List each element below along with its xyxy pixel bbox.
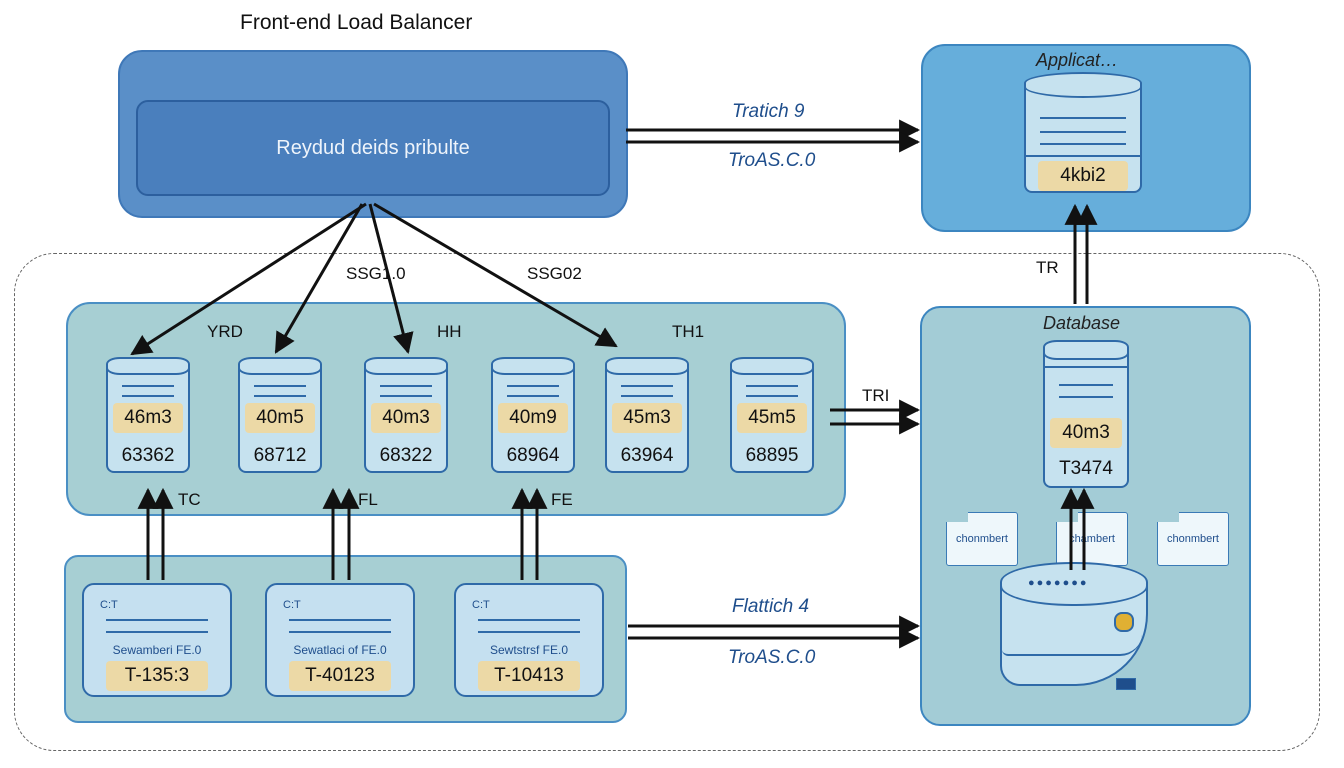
uplink-label-tc: TC [178,490,201,509]
diagram-title: Front-end Load Balancer [240,11,473,34]
database-label: Database [1043,313,1121,333]
node-id: 68712 [253,445,307,466]
node-tag: 45m3 [612,403,682,433]
note-label: chonmbert [1167,533,1219,545]
cluster-label-b: HH [437,322,462,341]
bottom-link-label-bottom: TroAS.C.0 [728,647,816,668]
node-tag: 46m3 [113,403,183,433]
note-card: chonmbert [946,512,1018,566]
node-id: 68322 [379,445,433,466]
node-db[interactable]: 40m5 68712 [238,357,322,473]
node-id: 63362 [121,445,175,466]
node-db[interactable]: 40m3 68322 [364,357,448,473]
server-subtitle: Sewtstrsf FE.0 [489,643,569,657]
lb-app-label-top: Tratich 9 [732,101,805,122]
node-db[interactable]: 40m9 68964 [491,357,575,473]
node-db[interactable]: 45m3 63964 [605,357,689,473]
node-tag: 40m5 [245,403,315,433]
server-tag: T-10413 [478,661,580,691]
server-card[interactable]: C:T Sewamberi FE.0 T-135:3 [82,583,232,697]
server-tag: T-135:3 [106,661,208,691]
bottom-link-label-top: Flattich 4 [732,596,810,617]
wire-label-right: SSG02 [527,264,582,283]
load-balancer-inner: Reydud deids pribulte [136,100,610,196]
note-card: chambert [1056,512,1128,566]
mid-to-db-label: TRI [862,386,890,405]
node-id: 63964 [620,445,674,466]
node-tag: 40m3 [371,403,441,433]
sun-icon [1114,612,1134,632]
cluster-boundary [14,253,1320,751]
application-label: Applicat… [1036,50,1119,70]
node-tag: 45m5 [737,403,807,433]
server-subtitle: Sewamberi FE.0 [112,643,202,657]
uplink-label-fl: FL [358,490,378,509]
note-label: chambert [1069,533,1115,545]
uplink-label-fe: FE [551,490,573,509]
chip-icon [1116,678,1136,690]
server-header: C:T [472,599,490,611]
server-subtitle: Sewatlaci of FE.0 [293,643,387,657]
application-tag: 4kbi2 [1038,161,1128,191]
dots-icon: ●●●●●●● [1028,577,1089,589]
node-id: 68895 [745,445,799,466]
storage-cylinder-icon: ●●●●●●● [1000,562,1148,706]
server-tag: T-40123 [289,661,391,691]
cluster-label-a: YRD [207,322,243,341]
database-id: T3474 [1059,458,1113,479]
node-db[interactable]: 45m5 68895 [730,357,814,473]
node-db[interactable]: 46m3 63362 [106,357,190,473]
node-tag: 40m9 [498,403,568,433]
server-card[interactable]: C:T Sewtstrsf FE.0 T-10413 [454,583,604,697]
node-id: 68964 [506,445,560,466]
cluster-label-c: TH1 [672,322,705,341]
database-node-icon[interactable]: 40m3 T3474 [1043,340,1129,488]
app-link-label: TR [1036,258,1059,277]
application-db-icon: 4kbi2 [1024,72,1142,193]
server-header: C:T [100,599,118,611]
database-tag: 40m3 [1050,418,1122,448]
server-header: C:T [283,599,301,611]
wire-label-left: SSG1.0 [346,264,406,283]
server-card[interactable]: C:T Sewatlaci of FE.0 T-40123 [265,583,415,697]
note-card: chonmbert [1157,512,1229,566]
note-label: chonmbert [956,533,1008,545]
load-balancer-label: Reydud deids pribulte [276,136,470,159]
lb-app-label-bottom: TroAS.C.0 [728,150,816,171]
